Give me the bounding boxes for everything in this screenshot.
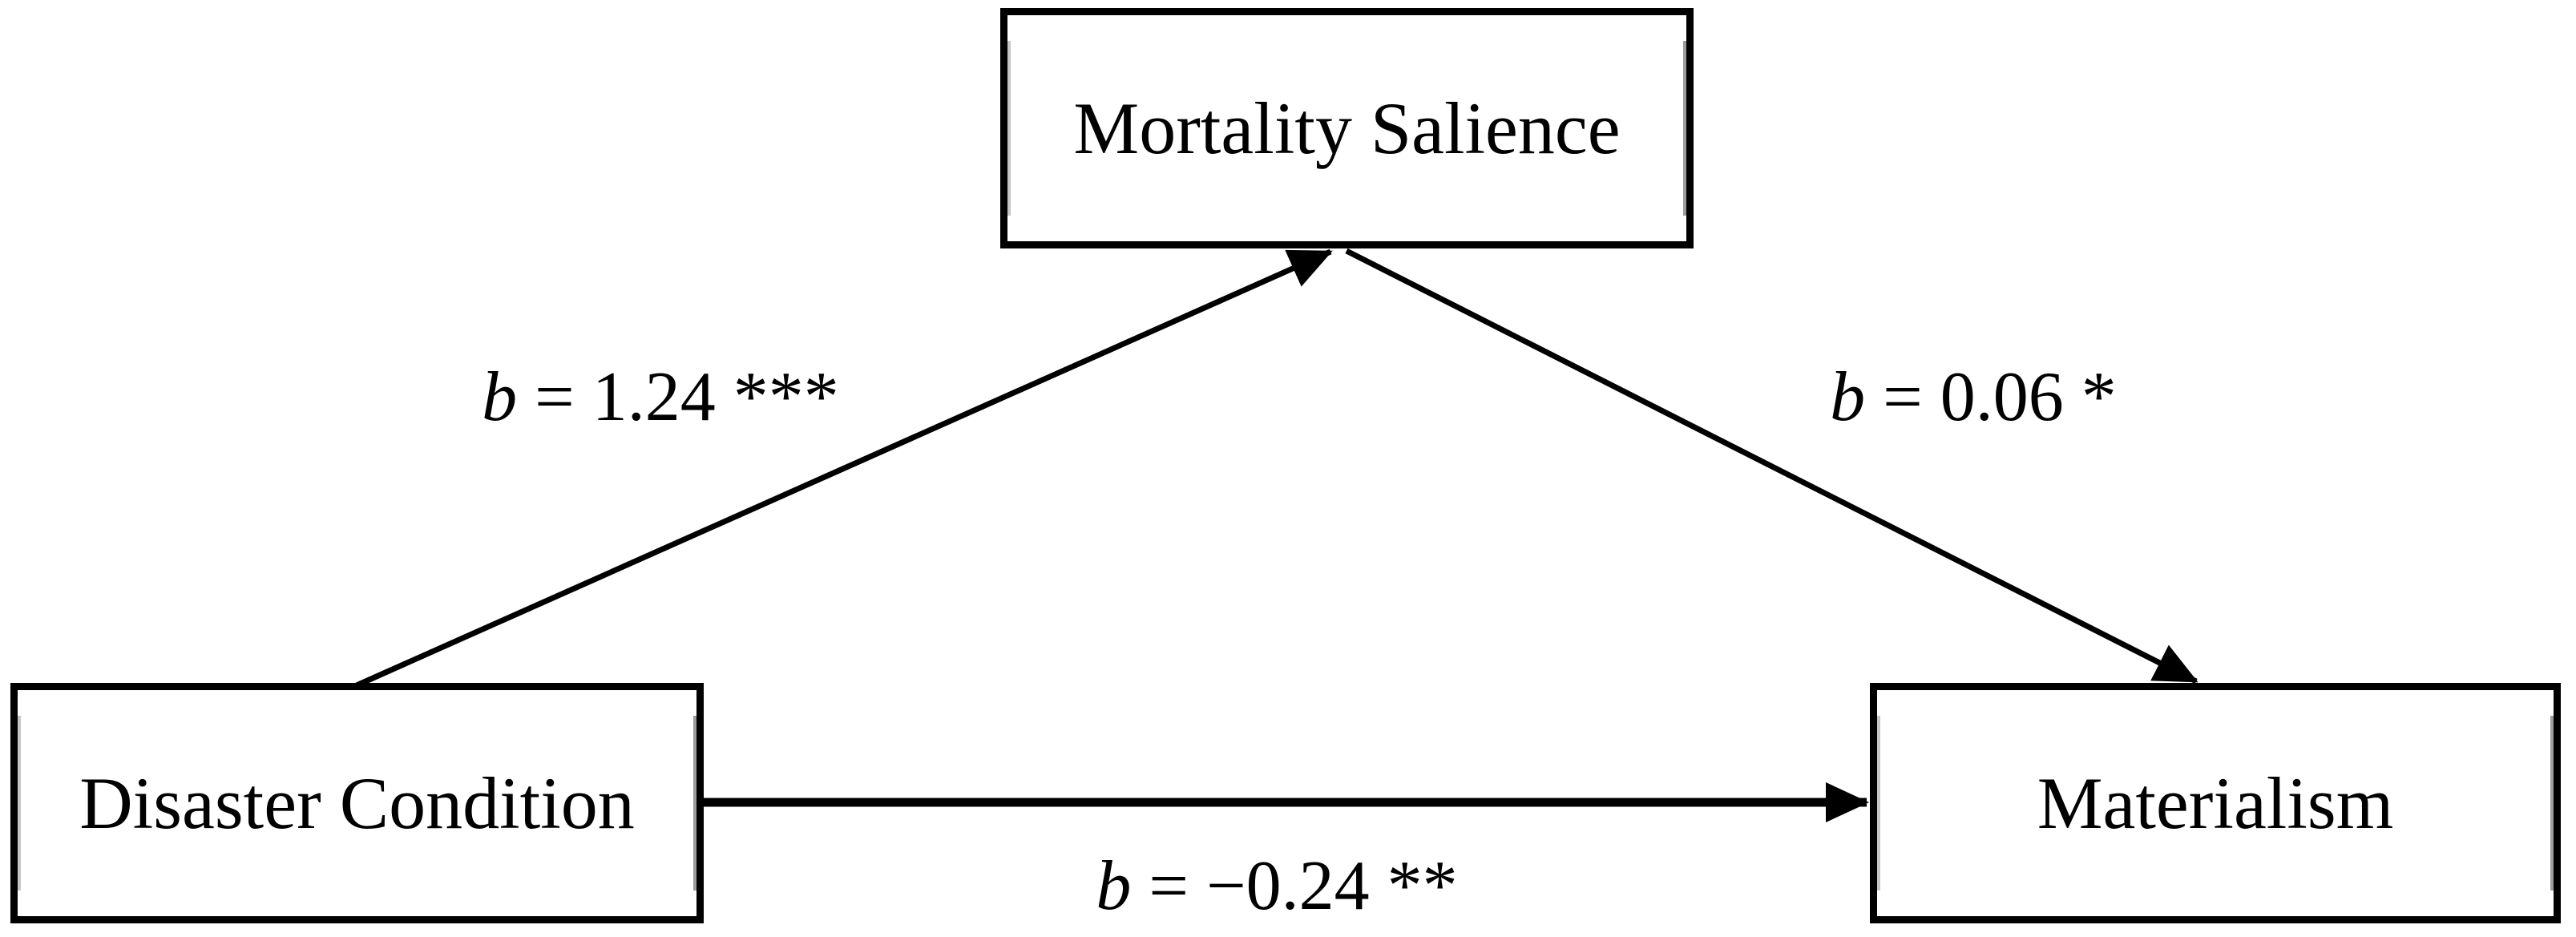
predictor-label: Disaster Condition [79,762,635,844]
coefficient-symbol: b [1830,358,1866,436]
coefficient-value: = 0.06 * [1883,358,2117,436]
outcome-box: Materialism [1870,683,2561,923]
coefficient-value: = −0.24 ** [1149,847,1458,925]
coefficient-symbol: b [1096,847,1132,925]
path-b-coefficient: b = 0.06 * [1830,362,2117,433]
path-a-coefficient: b = 1.24 *** [482,362,839,433]
coefficient-value: = 1.24 *** [535,358,839,436]
box-inner-shadow-left [1007,41,1011,216]
predictor-box: Disaster Condition [10,683,704,923]
outcome-label: Materialism [2037,762,2394,844]
coefficient-symbol: b [482,358,518,436]
path-c-coefficient: b = −0.24 ** [1096,851,1457,922]
mediator-label: Mortality Salience [1073,87,1621,169]
box-inner-shadow-right [2550,716,2554,891]
box-inner-shadow-left [18,716,21,891]
mediator-box: Mortality Salience [1000,8,1694,248]
box-inner-shadow-right [1683,41,1686,216]
box-inner-shadow-left [1877,716,1880,891]
path-a-arrow [355,248,1333,689]
box-inner-shadow-right [693,716,696,891]
path-b-arrow [1345,248,2198,685]
